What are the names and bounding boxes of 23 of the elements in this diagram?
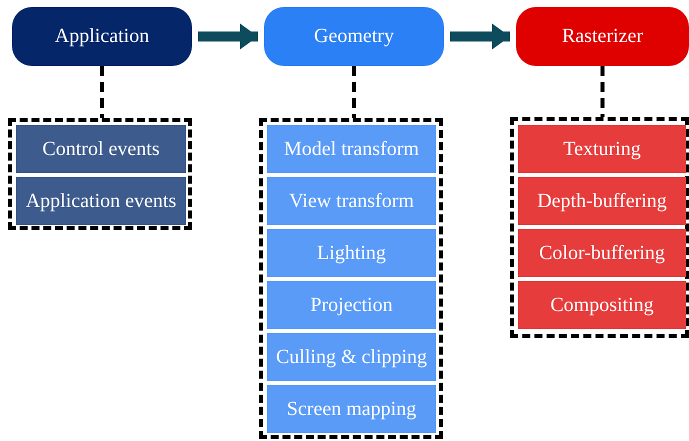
step-box: Compositing bbox=[518, 281, 686, 329]
step-box: Screen mapping bbox=[267, 385, 436, 433]
step-box: Lighting bbox=[267, 229, 436, 277]
dashed-connector bbox=[100, 66, 104, 118]
step-box: Model transform bbox=[267, 125, 436, 173]
dashed-connector bbox=[600, 66, 604, 117]
step-box: View transform bbox=[267, 177, 436, 225]
step-box: Color-buffering bbox=[518, 229, 686, 277]
stage-pill: Geometry bbox=[264, 7, 444, 66]
step-box: Projection bbox=[267, 281, 436, 329]
arrow bbox=[198, 24, 258, 50]
stage-pill: Application bbox=[12, 7, 192, 66]
dashed-group-frame bbox=[8, 118, 192, 230]
dashed-group-frame bbox=[510, 117, 689, 338]
stage-pill: Rasterizer bbox=[516, 7, 689, 66]
arrow bbox=[450, 24, 510, 50]
step-box: Culling & clipping bbox=[267, 333, 436, 381]
step-box: Control events bbox=[16, 125, 186, 173]
step-box: Depth-buffering bbox=[518, 177, 686, 225]
dashed-group-frame bbox=[259, 118, 443, 439]
dashed-connector bbox=[352, 66, 356, 118]
step-box: Texturing bbox=[518, 125, 686, 173]
step-box: Application events bbox=[16, 177, 186, 225]
